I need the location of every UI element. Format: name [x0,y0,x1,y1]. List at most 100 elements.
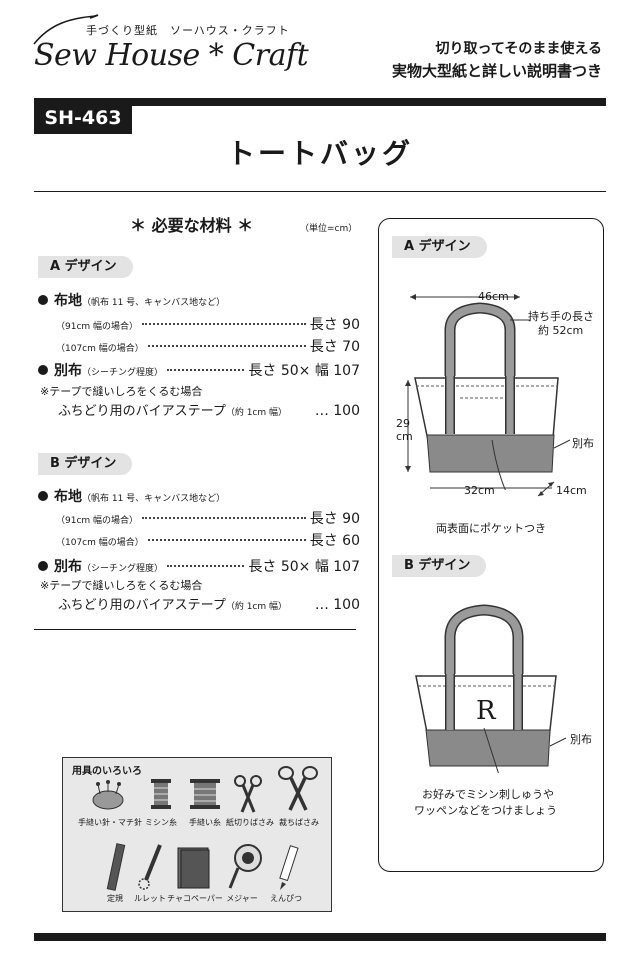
tape-label: ふちどり用のバイアステープ [58,404,226,419]
accent-label: 別布 [54,559,82,575]
header-bar [34,98,606,106]
fabric-length-value: 長さ 60 [309,533,360,549]
bag-a-depth: 14cm [556,484,587,497]
needle-logo-icon [33,14,99,45]
tape-value: … 100 [314,597,360,613]
bag-a-bottom-width: 32cm [464,484,495,497]
tools-title: 用具のいろいろ [72,766,142,777]
fabric-width-label: （107cm 幅の場合） [56,344,144,354]
sewing-thread-icon [151,779,171,809]
tool-label: 裁ちばさみ [279,818,319,827]
tape-label: ふちどり用のバイアステープ [58,598,226,613]
diagram-a-label: A デザイン [392,236,487,258]
materials-heading: ＊ 必要な材料 ＊ [130,216,254,235]
tote-bag-a-illustration [405,294,571,490]
fabric-width-label: （107cm 幅の場合） [56,538,144,548]
tool-label: 手縫い糸 [189,818,221,827]
accent-value: 長さ 50× 幅 107 [248,559,360,575]
design-a-label: A デザイン [38,256,133,278]
leader-dots [142,517,306,519]
tool-label: メジャー [226,894,258,903]
tool-label: えんぴつ [270,894,302,903]
tape-note: ※テープで縫いしろをくるむ場合 [40,385,203,398]
bag-b-accent-label: 別布 [570,733,592,746]
leader-dots [142,323,306,325]
design-a-accent: 別布 （シーチング程度） 長さ 50× 幅 107 [38,360,360,380]
accent-label: 別布 [54,363,82,379]
hand-thread-icon [190,779,220,809]
materials-divider [34,629,356,630]
bag-a-handle-length: 約 52cm [538,324,584,337]
tagline-pattern-instructions: 実物大型紙と詳しい説明書つき [391,62,602,80]
design-b-label: B デザイン [38,453,133,475]
tool-label: 紙切りばさみ [226,818,274,827]
materials-unit: （単位=cm） [300,224,358,234]
design-a-tape: ふちどり用のバイアステープ （約 1cm 幅） … 100 [58,400,360,419]
diagram-panel [378,218,604,872]
fabric-width-label: （91cm 幅の場合） [56,516,139,526]
pencil-icon [279,845,299,890]
fabric-label: 布地 [54,489,82,505]
page-title: トートバッグ [226,137,413,170]
accent-note: （シーチング程度） [82,564,164,574]
bag-b-note-2: ワッペンなどをつけましょう [414,804,557,817]
product-code: SH-463 [34,102,132,134]
tote-bag-b-illustration [415,604,567,773]
design-a-fabric-row: （91cm 幅の場合） 長さ 90 [56,314,360,334]
bag-a-pocket-note: 両表面にポケットつき [436,522,546,535]
bullet-icon [38,295,48,305]
design-b-fabric-row: （91cm 幅の場合） 長さ 90 [56,508,360,528]
bag-b-note-1: お好みでミシン刺しゅうや [422,788,554,801]
depth-arrow-icon [537,481,555,497]
bag-a-height-unit: cm [396,430,413,443]
bullet-icon [38,491,48,501]
design-b-accent: 別布 （シーチング程度） 長さ 50× 幅 107 [38,556,360,576]
monogram: R [476,696,496,726]
tool-label: 手縫い針・マチ針 [78,818,142,827]
design-b-tape: ふちどり用のバイアステープ （約 1cm 幅） … 100 [58,594,360,613]
fabric-shears-icon [278,766,318,811]
leader-dots [167,369,245,371]
tagline-cut-out: 切り取ってそのまま使える [435,41,602,57]
chalk-paper-icon [177,847,210,889]
accent-value: 長さ 50× 幅 107 [248,363,360,379]
bag-a-height: 29 [396,417,410,430]
fabric-label: 布地 [54,293,82,309]
tool-label: チャコペーパー [167,894,223,903]
leader-dots [167,565,245,567]
fabric-length-value: 長さ 90 [309,511,360,527]
leader-dots [147,539,306,541]
design-b-fabric: 布地 （帆布 11 号、キャンバス地など） [38,486,360,506]
fabric-note: （帆布 11 号、キャンバス地など） [82,298,226,308]
brand-tagline: 手づくり型紙 ソーハウス・クラフト [86,24,290,37]
tape-value: … 100 [314,403,360,419]
tracing-wheel-icon [138,844,162,890]
title-divider [34,191,606,192]
fabric-length-value: 長さ 70 [309,339,360,355]
tool-label: 定規 [107,894,123,903]
fabric-width-label: （91cm 幅の場合） [56,322,139,332]
footer-bar [34,933,606,941]
diagram-b-label: B デザイン [392,555,487,577]
bullet-icon [38,561,48,571]
paper-scissors-icon [234,775,262,813]
tape-width-note: （約 1cm 幅） [225,602,288,612]
design-a-fabric-row: （107cm 幅の場合） 長さ 70 [56,336,360,356]
bullet-icon [38,365,48,375]
tape-width-note: （約 1cm 幅） [225,408,288,418]
design-b-fabric-row: （107cm 幅の場合） 長さ 60 [56,530,360,550]
fabric-length-value: 長さ 90 [309,317,360,333]
bag-a-accent-label: 別布 [572,437,594,450]
leader-dots [147,345,306,347]
bag-a-handle-label: 持ち手の長さ [528,310,594,323]
tool-label: ルレット [134,894,166,903]
tape-note: ※テープで縫いしろをくるむ場合 [40,579,203,592]
bag-a-width: 46cm [478,290,509,303]
design-a-fabric: 布地 （帆布 11 号、キャンバス地など） [38,290,360,310]
brand-logo: Sew House * Craft [34,38,309,73]
fabric-note: （帆布 11 号、キャンバス地など） [82,494,226,504]
tool-label: ミシン糸 [145,818,177,827]
ruler-icon [106,843,126,891]
pincushion-icon [92,780,124,810]
accent-note: （シーチング程度） [82,368,164,378]
